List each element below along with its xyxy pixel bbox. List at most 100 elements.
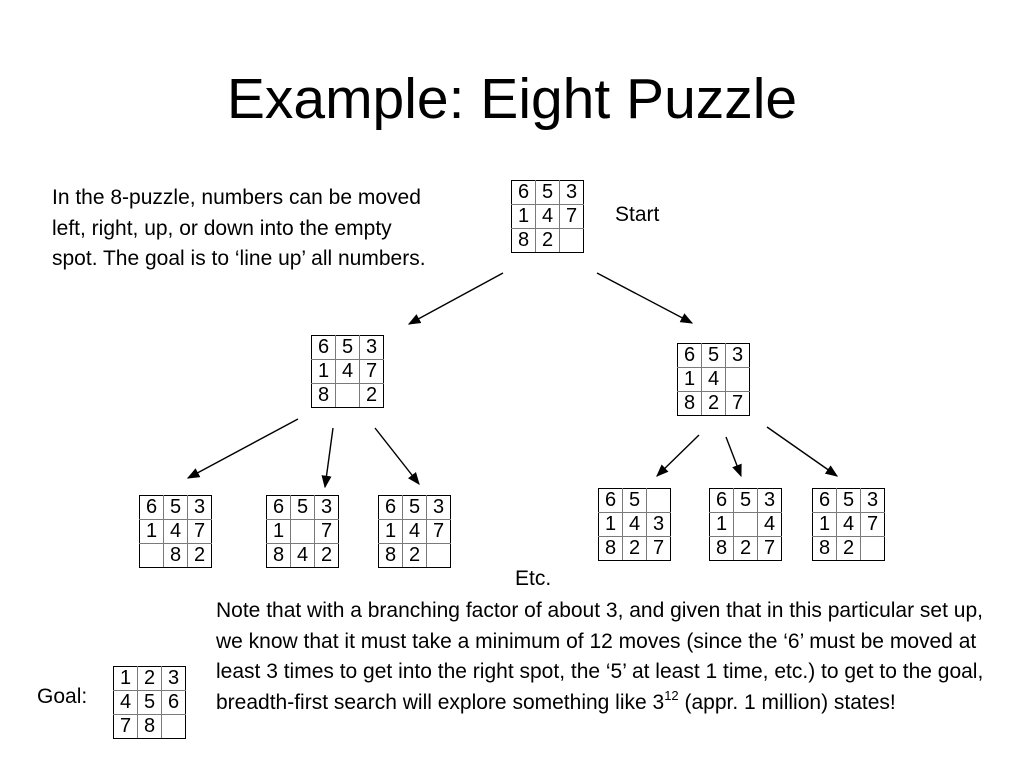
tile: 2 [836,536,861,561]
tile: 3 [314,495,339,520]
tile: 4 [290,543,315,568]
tile: 8 [378,543,403,568]
tile: 6 [266,495,291,520]
etc-label: Etc. [515,567,552,590]
tile: 7 [757,536,782,561]
arrow-start-to-left [407,272,504,325]
tile: 5 [163,495,188,520]
tile: 8 [311,383,336,408]
tile: 4 [113,690,138,715]
tile: 2 [402,543,427,568]
empty-tile [646,488,671,513]
tile: 6 [378,495,403,520]
intro-text: In the 8-puzzle, numbers can be moved le… [52,186,426,270]
tile: 7 [187,519,212,544]
tile: 4 [701,367,726,392]
tile: 7 [559,204,584,229]
tile: 8 [812,536,837,561]
tile: 1 [266,519,291,544]
empty-tile [559,228,584,253]
tile: 7 [426,519,451,544]
note-tail: (appr. 1 million) states! [678,690,896,714]
tile: 2 [137,666,162,691]
arrow-left-to-b [321,427,334,489]
tile: 4 [836,512,861,537]
tile: 1 [113,666,138,691]
goal-label: Goal: [37,685,88,708]
tile: 8 [677,391,702,416]
tile: 1 [511,204,536,229]
slide-title: Example: Eight Puzzle [226,67,798,131]
tile: 3 [646,512,671,537]
tile: 1 [378,519,403,544]
tile: 6 [139,495,164,520]
empty-tile [335,383,360,408]
note-text: Note that with a branching factor of abo… [216,596,1006,718]
tile: 1 [311,359,336,384]
tile: 1 [677,367,702,392]
tile: 6 [311,335,336,360]
empty-tile [426,543,451,568]
tile: 5 [535,180,560,205]
tile: 3 [187,495,212,520]
empty-tile [860,536,885,561]
tile: 5 [137,690,162,715]
arrow-left-to-a [186,418,299,479]
tile: 5 [701,343,726,368]
start-label: Start [615,203,660,226]
empty-tile [733,512,758,537]
tile: 7 [646,536,671,561]
tile: 3 [860,488,885,513]
tile: 4 [622,512,647,537]
arrow-left-to-c [374,427,420,485]
tile: 8 [598,536,623,561]
tile: 7 [359,359,384,384]
tile: 6 [812,488,837,513]
tile: 2 [187,543,212,568]
arrow-right-to-a [656,434,700,477]
tile: 6 [677,343,702,368]
tile: 1 [812,512,837,537]
tile: 8 [511,228,536,253]
tile: 3 [161,666,186,691]
tile: 2 [622,536,647,561]
tile: 3 [559,180,584,205]
tile: 4 [535,204,560,229]
tile: 1 [139,519,164,544]
note-exponent: 12 [664,687,679,703]
tile: 5 [335,335,360,360]
tile: 1 [598,512,623,537]
tile: 5 [733,488,758,513]
tile: 4 [163,519,188,544]
tile: 5 [836,488,861,513]
tile: 1 [709,512,734,537]
tile: 5 [402,495,427,520]
